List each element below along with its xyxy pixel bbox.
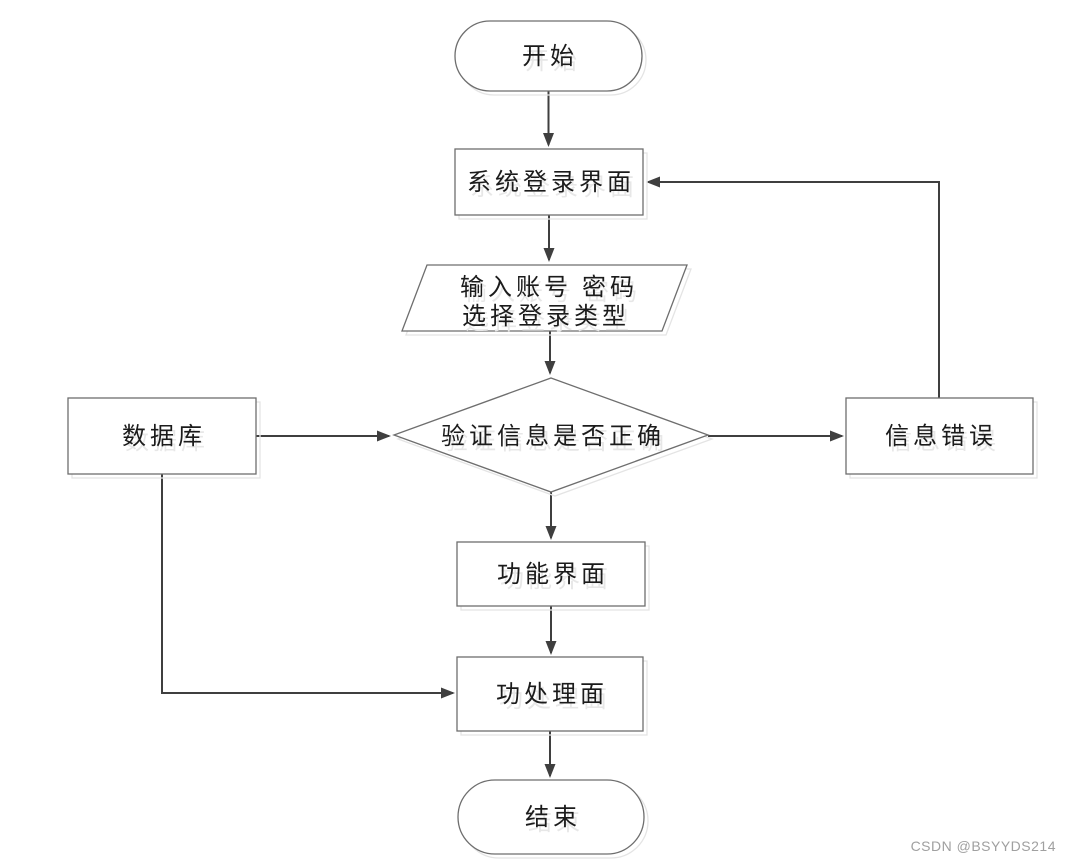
node-function: 功能界面 xyxy=(456,541,650,611)
verify-shape xyxy=(392,377,710,493)
node-process: 功处理面 xyxy=(456,656,648,736)
start-shape xyxy=(454,20,643,92)
error-shape xyxy=(845,397,1034,475)
node-login: 系统登录界面 xyxy=(454,148,648,220)
input-label-line1: 输入账号 密码 xyxy=(460,274,638,301)
login-label: 系统登录界面 xyxy=(467,169,635,196)
end-label: 结束 xyxy=(525,804,581,831)
process-label: 功处理面 xyxy=(496,681,608,708)
start-label: 开始 xyxy=(522,43,578,70)
connector-error-to-login xyxy=(646,176,940,398)
process-shape xyxy=(456,656,644,732)
login-shape xyxy=(454,148,644,216)
input-label-line2: 选择登录类型 xyxy=(462,303,630,330)
node-end: 结束 xyxy=(457,779,649,859)
function-shape xyxy=(456,541,646,607)
node-verify: 验证信息是否正确 xyxy=(392,377,714,497)
connector-database-to-process xyxy=(161,474,455,699)
node-database: 数据库 xyxy=(67,397,261,479)
verify-label: 验证信息是否正确 xyxy=(441,423,665,450)
watermark-text: CSDN @BSYYDS214 xyxy=(911,838,1056,854)
end-shape xyxy=(457,779,645,855)
function-label: 功能界面 xyxy=(497,561,609,588)
node-start: 开始 xyxy=(454,20,647,96)
error-label: 信息错误 xyxy=(885,423,997,450)
database-shape xyxy=(67,397,257,475)
input-shape xyxy=(401,264,688,332)
database-label: 数据库 xyxy=(122,423,206,450)
node-error: 信息错误 xyxy=(845,397,1038,479)
node-input: 输入账号 密码 选择登录类型 xyxy=(401,264,692,336)
